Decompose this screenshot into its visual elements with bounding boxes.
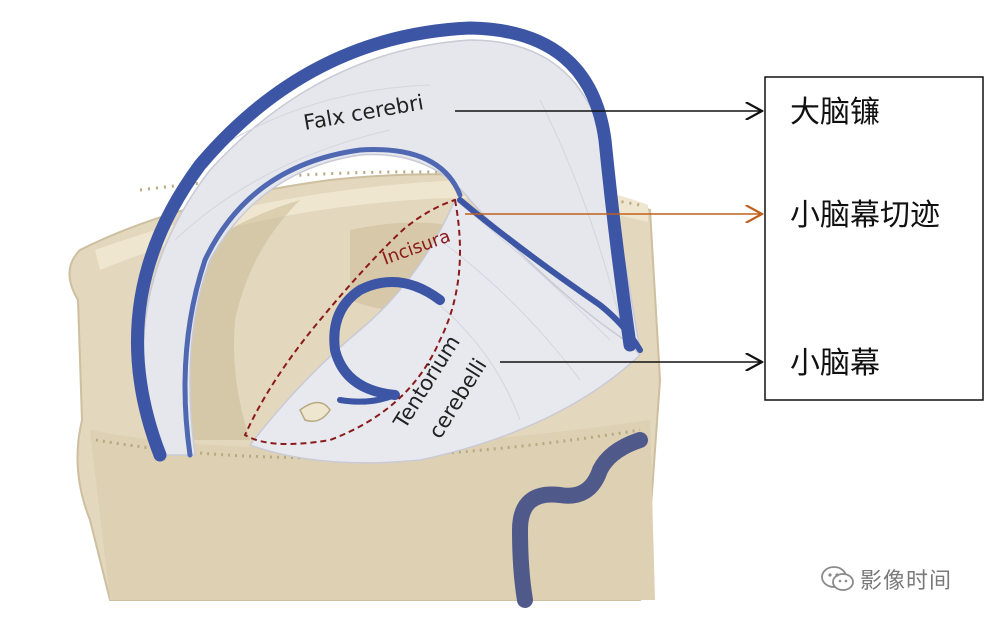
falx-cerebri-membrane bbox=[142, 39, 642, 456]
annotation-tentorial-incisura: 小脑幕切迹 bbox=[790, 198, 940, 233]
brainstem-cut bbox=[299, 401, 331, 422]
inferior-sagittal-sinus bbox=[182, 147, 463, 458]
basal-vein bbox=[337, 392, 398, 405]
straight-sinus bbox=[457, 197, 643, 353]
annotation-falx-cerebri: 大脑镰 bbox=[790, 95, 880, 130]
watermark: 影像时间 bbox=[820, 560, 990, 596]
great-cerebral-vein bbox=[329, 277, 445, 400]
watermark-text: 影像时间 bbox=[860, 569, 953, 594]
sigmoid-sinus bbox=[511, 432, 648, 608]
annotation-box bbox=[764, 76, 984, 401]
annotation-tentorium: 小脑幕 bbox=[790, 346, 880, 381]
wechat-icon bbox=[821, 566, 854, 591]
superior-sagittal-sinus bbox=[131, 21, 637, 462]
